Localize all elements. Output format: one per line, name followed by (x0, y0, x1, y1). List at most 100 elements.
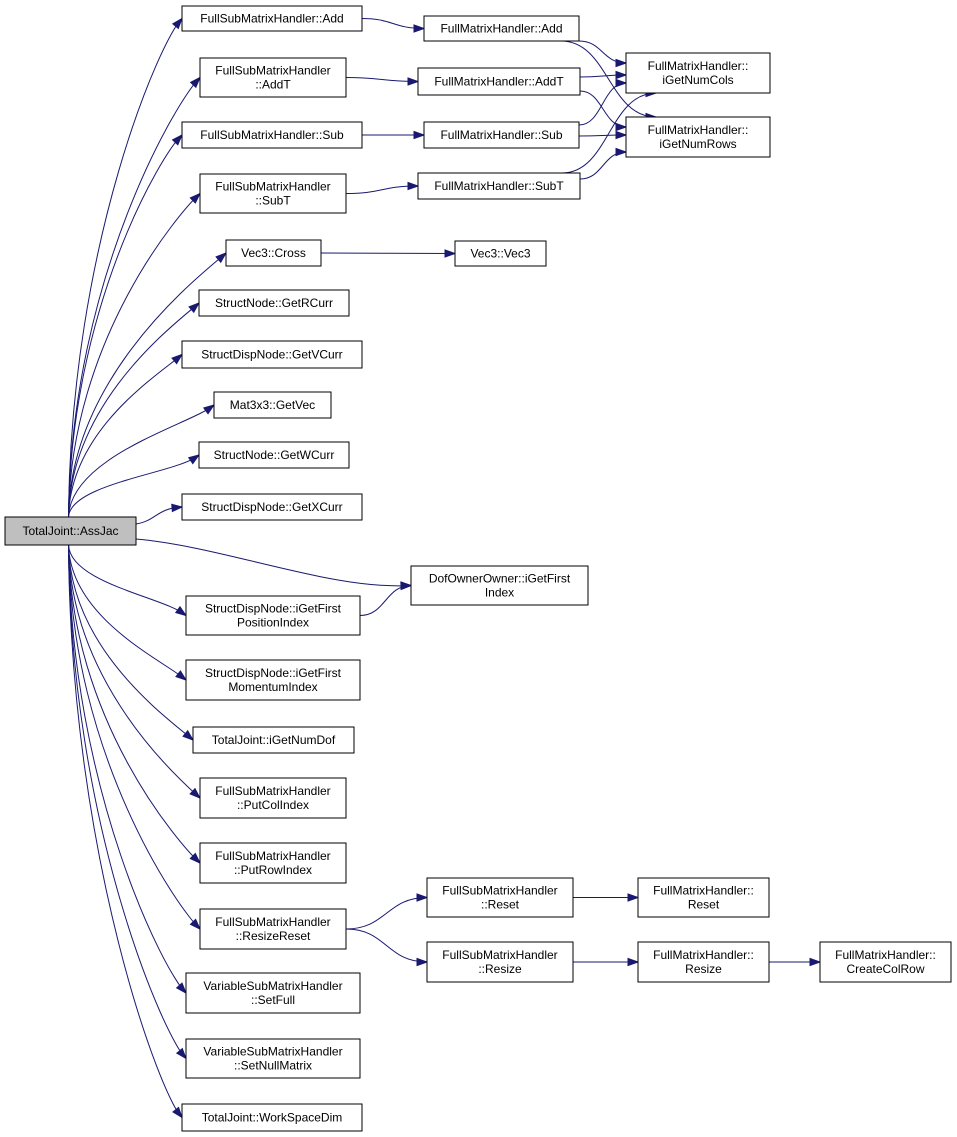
edge-fmh_subt-to-fmh_igetnumrows (579, 147, 628, 180)
node-label: FullMatrixHandler::AddT (434, 75, 564, 89)
node-fsmh_sub[interactable]: FullSubMatrixHandler::Sub (181, 121, 363, 149)
arrowhead-icon (182, 729, 195, 741)
node-label: Resize (685, 962, 722, 976)
node-sdn_getxcurr[interactable]: StructDispNode::GetXCurr (181, 493, 363, 521)
node-tj_igetnumdof[interactable]: TotalJoint::iGetNumDof (192, 726, 355, 754)
node-label: FullSubMatrixHandler (215, 180, 330, 194)
node-label: FullSubMatrixHandler (442, 948, 557, 962)
node-fsmh_add[interactable]: FullSubMatrixHandler::Add (181, 5, 363, 32)
node-box (4, 516, 137, 546)
node-label: FullMatrixHandler:: (653, 948, 754, 962)
edge-root-to-sdn_getvcurr (68, 353, 184, 518)
edge-root-to-sdn_getxcurr (135, 503, 184, 525)
node-box (181, 340, 363, 369)
node-label: Reset (688, 898, 720, 912)
node-box (181, 1103, 363, 1132)
node-fmh_resize[interactable]: FullMatrixHandler::Resize (637, 941, 770, 983)
node-fmh_igetnumrows[interactable]: FullMatrixHandler::iGetNumRows (625, 116, 771, 158)
edge-vec3_cross-to-vec3_vec3 (320, 249, 457, 258)
node-label: Mat3x3::GetVec (230, 398, 315, 412)
node-vec3_cross[interactable]: Vec3::Cross (225, 239, 322, 267)
edge-fmh_add-to-fmh_igetnumcols (578, 40, 628, 68)
node-mat3x3_getvec[interactable]: Mat3x3::GetVec (213, 391, 332, 419)
node-fsmh_resize[interactable]: FullSubMatrixHandler::Resize (426, 941, 574, 983)
node-box (637, 941, 770, 983)
node-fmh_createcolrow[interactable]: FullMatrixHandler::CreateColRow (819, 941, 952, 983)
node-fsmh_addt[interactable]: FullSubMatrixHandler::AddT (199, 57, 347, 98)
arrowhead-icon (627, 893, 640, 902)
node-vsmh_setfull[interactable]: VariableSubMatrixHandler::SetFull (185, 972, 361, 1014)
arrowhead-icon (615, 58, 628, 68)
node-sdn_getvcurr[interactable]: StructDispNode::GetVCurr (181, 340, 363, 369)
node-root[interactable]: TotalJoint::AssJac (4, 516, 137, 546)
node-label: FullMatrixHandler:: (648, 123, 749, 137)
node-box (192, 726, 355, 754)
node-label: FullMatrixHandler:: (648, 59, 749, 73)
edge-root-to-fsmh_sub (68, 133, 184, 518)
arrowhead-icon (175, 982, 187, 995)
node-box (819, 941, 952, 983)
node-label: FullMatrixHandler:: (835, 948, 936, 962)
node-fmh_reset[interactable]: FullMatrixHandler::Reset (637, 877, 770, 918)
node-label: ::SubT (255, 194, 291, 208)
arrowhead-icon (189, 76, 202, 89)
node-box (199, 842, 347, 884)
node-box (637, 877, 770, 918)
node-label: ::Reset (481, 898, 520, 912)
arrowhead-icon (175, 670, 188, 681)
node-fsmh_resizereset[interactable]: FullSubMatrixHandler::ResizeReset (199, 908, 347, 950)
node-fmh_subt[interactable]: FullMatrixHandler::SubT (417, 172, 581, 200)
node-fsmh_reset[interactable]: FullSubMatrixHandler::Reset (426, 877, 574, 918)
edge-root-to-sdn_igetfirstmom (68, 544, 188, 681)
edge-root-to-fsmh_addt (68, 76, 202, 518)
arrowhead-icon (189, 787, 202, 799)
arrowhead-icon (416, 957, 429, 967)
node-box (423, 15, 580, 42)
node-label: MomentumIndex (228, 680, 317, 694)
node-box (198, 289, 350, 317)
arrowhead-icon (174, 605, 188, 617)
edge-root-to-sdn_igetfirstpos (68, 544, 188, 617)
edge-fsmh_add-to-fmh_add (361, 18, 426, 33)
node-label: VariableSubMatrixHandler (203, 979, 342, 993)
node-box (625, 116, 771, 158)
node-vec3_vec3[interactable]: Vec3::Vec3 (454, 240, 547, 267)
edge-fmh_sub-to-fmh_igetnumrows (578, 130, 628, 140)
node-box (454, 240, 547, 267)
arrowhead-icon (188, 302, 201, 314)
node-vsmh_setnull[interactable]: VariableSubMatrixHandler::SetNullMatrix (185, 1038, 361, 1079)
node-sn_getrcurr[interactable]: StructNode::GetRCurr (198, 289, 350, 317)
arrowhead-icon (416, 893, 429, 902)
node-fsmh_putrow[interactable]: FullSubMatrixHandler::PutRowIndex (199, 842, 347, 884)
node-fmh_addt[interactable]: FullMatrixHandler::AddT (417, 67, 581, 96)
edge-fsmh_resizereset-to-fsmh_reset (345, 893, 429, 930)
node-label: TotalJoint::WorkSpaceDim (202, 1111, 343, 1125)
edge-fsmh_addt-to-fmh_addt (345, 77, 420, 86)
node-label: ::PutRowIndex (234, 863, 312, 877)
node-label: FullMatrixHandler::Add (440, 22, 562, 36)
node-label: StructNode::GetWCurr (214, 448, 335, 462)
node-sn_getwcurr[interactable]: StructNode::GetWCurr (198, 441, 350, 469)
edge-root-to-tj_igetnumdof (68, 544, 195, 741)
node-label: FullSubMatrixHandler (215, 915, 330, 929)
node-fsmh_putcol[interactable]: FullSubMatrixHandler::PutColIndex (199, 777, 347, 819)
arrowhead-icon (202, 404, 216, 415)
node-label: Index (485, 586, 514, 600)
node-box (185, 595, 361, 636)
arrowhead-icon (400, 581, 413, 590)
node-label: StructDispNode::GetXCurr (201, 500, 342, 514)
node-fmh_add[interactable]: FullMatrixHandler::Add (423, 15, 580, 42)
node-label: TotalJoint::AssJac (22, 524, 118, 538)
node-label: FullSubMatrixHandler::Add (200, 12, 343, 26)
node-label: FullSubMatrixHandler (442, 884, 557, 898)
node-label: StructNode::GetRCurr (215, 296, 333, 310)
node-fmh_sub[interactable]: FullMatrixHandler::Sub (423, 121, 580, 149)
node-label: ::SetFull (251, 993, 295, 1007)
node-fsmh_subt[interactable]: FullSubMatrixHandler::SubT (199, 173, 347, 214)
node-fmh_igetnumcols[interactable]: FullMatrixHandler::iGetNumCols (625, 52, 771, 94)
node-tj_workspacedim[interactable]: TotalJoint::WorkSpaceDim (181, 1103, 363, 1132)
edge-fmh_addt-to-fmh_igetnumrows (579, 90, 628, 132)
